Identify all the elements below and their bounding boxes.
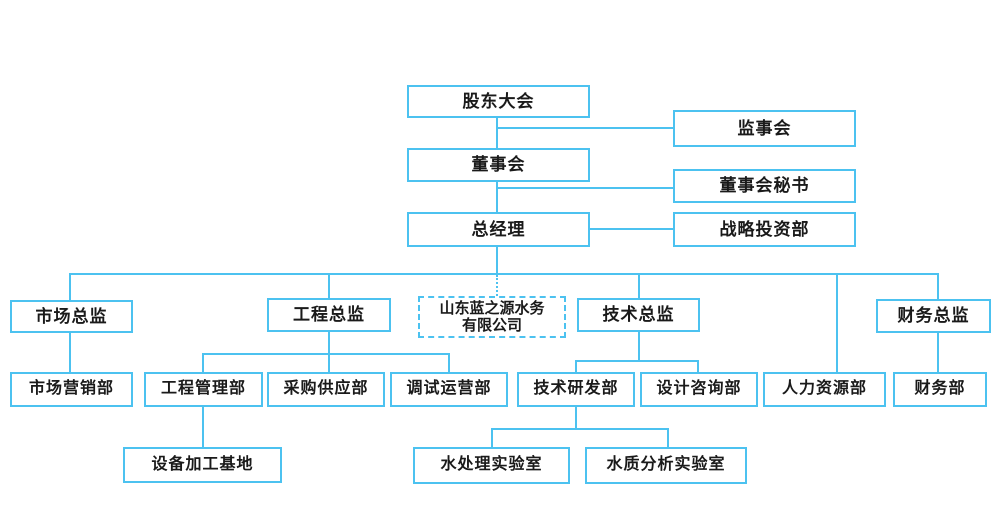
connector: [202, 353, 450, 355]
connector: [69, 273, 71, 300]
connector: [202, 353, 204, 372]
connector: [69, 333, 71, 372]
connector: [836, 273, 838, 372]
node-strategic-investment-dept: 战略投资部: [673, 212, 856, 247]
node-shareholders-meeting: 股东大会: [407, 85, 590, 118]
node-label: 董事会: [471, 155, 526, 175]
node-label: 市场总监: [35, 306, 108, 326]
node-finance-dept: 财务部: [893, 372, 987, 407]
connector: [667, 428, 669, 447]
node-label: 工程总监: [293, 305, 365, 325]
node-engineering-mgmt-dept: 工程管理部: [144, 372, 263, 407]
node-finance-director: 财务总监: [876, 299, 991, 333]
connector: [638, 273, 640, 298]
connector: [328, 273, 330, 298]
node-label: 技术研发部: [533, 380, 619, 398]
node-board-secretary: 董事会秘书: [673, 169, 856, 203]
node-label: 水处理实验室: [440, 456, 543, 474]
node-company: 山东蓝之源水务 有限公司: [418, 296, 566, 338]
node-design-consulting-dept: 设计咨询部: [640, 372, 758, 407]
connector: [491, 428, 493, 447]
node-label: 水质分析实验室: [606, 456, 726, 474]
connector: [491, 428, 669, 430]
connector: [575, 407, 577, 428]
node-label: 人力资源部: [781, 380, 867, 398]
node-label: 总经理: [471, 219, 526, 239]
connector: [638, 332, 640, 360]
connector: [496, 182, 498, 213]
connector: [496, 187, 673, 189]
connector: [328, 353, 330, 372]
company-name-line1: 山东蓝之源水务: [439, 299, 545, 317]
connector: [937, 333, 939, 372]
node-label: 监事会: [737, 118, 792, 138]
node-supervisory-board: 监事会: [673, 110, 856, 147]
connector: [448, 353, 450, 372]
node-label: 调试运营部: [406, 380, 492, 398]
node-equipment-base: 设备加工基地: [123, 447, 282, 483]
connector: [937, 273, 939, 299]
connector-bus: [69, 273, 939, 275]
node-general-manager: 总经理: [407, 212, 590, 247]
node-rnd-dept: 技术研发部: [517, 372, 635, 407]
node-label: 股东大会: [462, 91, 535, 111]
node-tech-director: 技术总监: [577, 298, 700, 332]
node-engineering-director: 工程总监: [267, 298, 391, 332]
connector: [697, 360, 699, 372]
node-label: 设备加工基地: [151, 455, 254, 473]
connector: [590, 228, 673, 230]
connector-dotted: [496, 275, 498, 296]
node-board-of-directors: 董事会: [407, 148, 590, 182]
company-name-line2: 有限公司: [461, 317, 522, 334]
node-label: 战略投资部: [719, 219, 810, 239]
connector: [202, 407, 204, 447]
connector: [496, 247, 498, 274]
connector: [496, 118, 498, 149]
node-label: 采购供应部: [283, 380, 369, 398]
node-marketing-dept: 市场营销部: [10, 372, 133, 407]
connector: [575, 360, 699, 362]
node-label: 董事会秘书: [719, 176, 810, 196]
node-water-quality-lab: 水质分析实验室: [585, 447, 747, 484]
connector: [328, 332, 330, 353]
node-label: 技术总监: [602, 305, 675, 325]
node-hr-dept: 人力资源部: [763, 372, 886, 407]
node-label: 设计咨询部: [656, 380, 742, 398]
node-label: 财务总监: [897, 306, 970, 326]
node-procurement-dept: 采购供应部: [267, 372, 385, 407]
node-marketing-director: 市场总监: [10, 300, 133, 333]
node-label: 工程管理部: [160, 380, 246, 398]
node-water-treatment-lab: 水处理实验室: [413, 447, 570, 484]
connector: [575, 360, 577, 372]
node-label: 财务部: [914, 380, 966, 398]
node-commissioning-dept: 调试运营部: [390, 372, 508, 407]
node-label: 市场营销部: [28, 380, 114, 398]
connector: [496, 127, 673, 129]
